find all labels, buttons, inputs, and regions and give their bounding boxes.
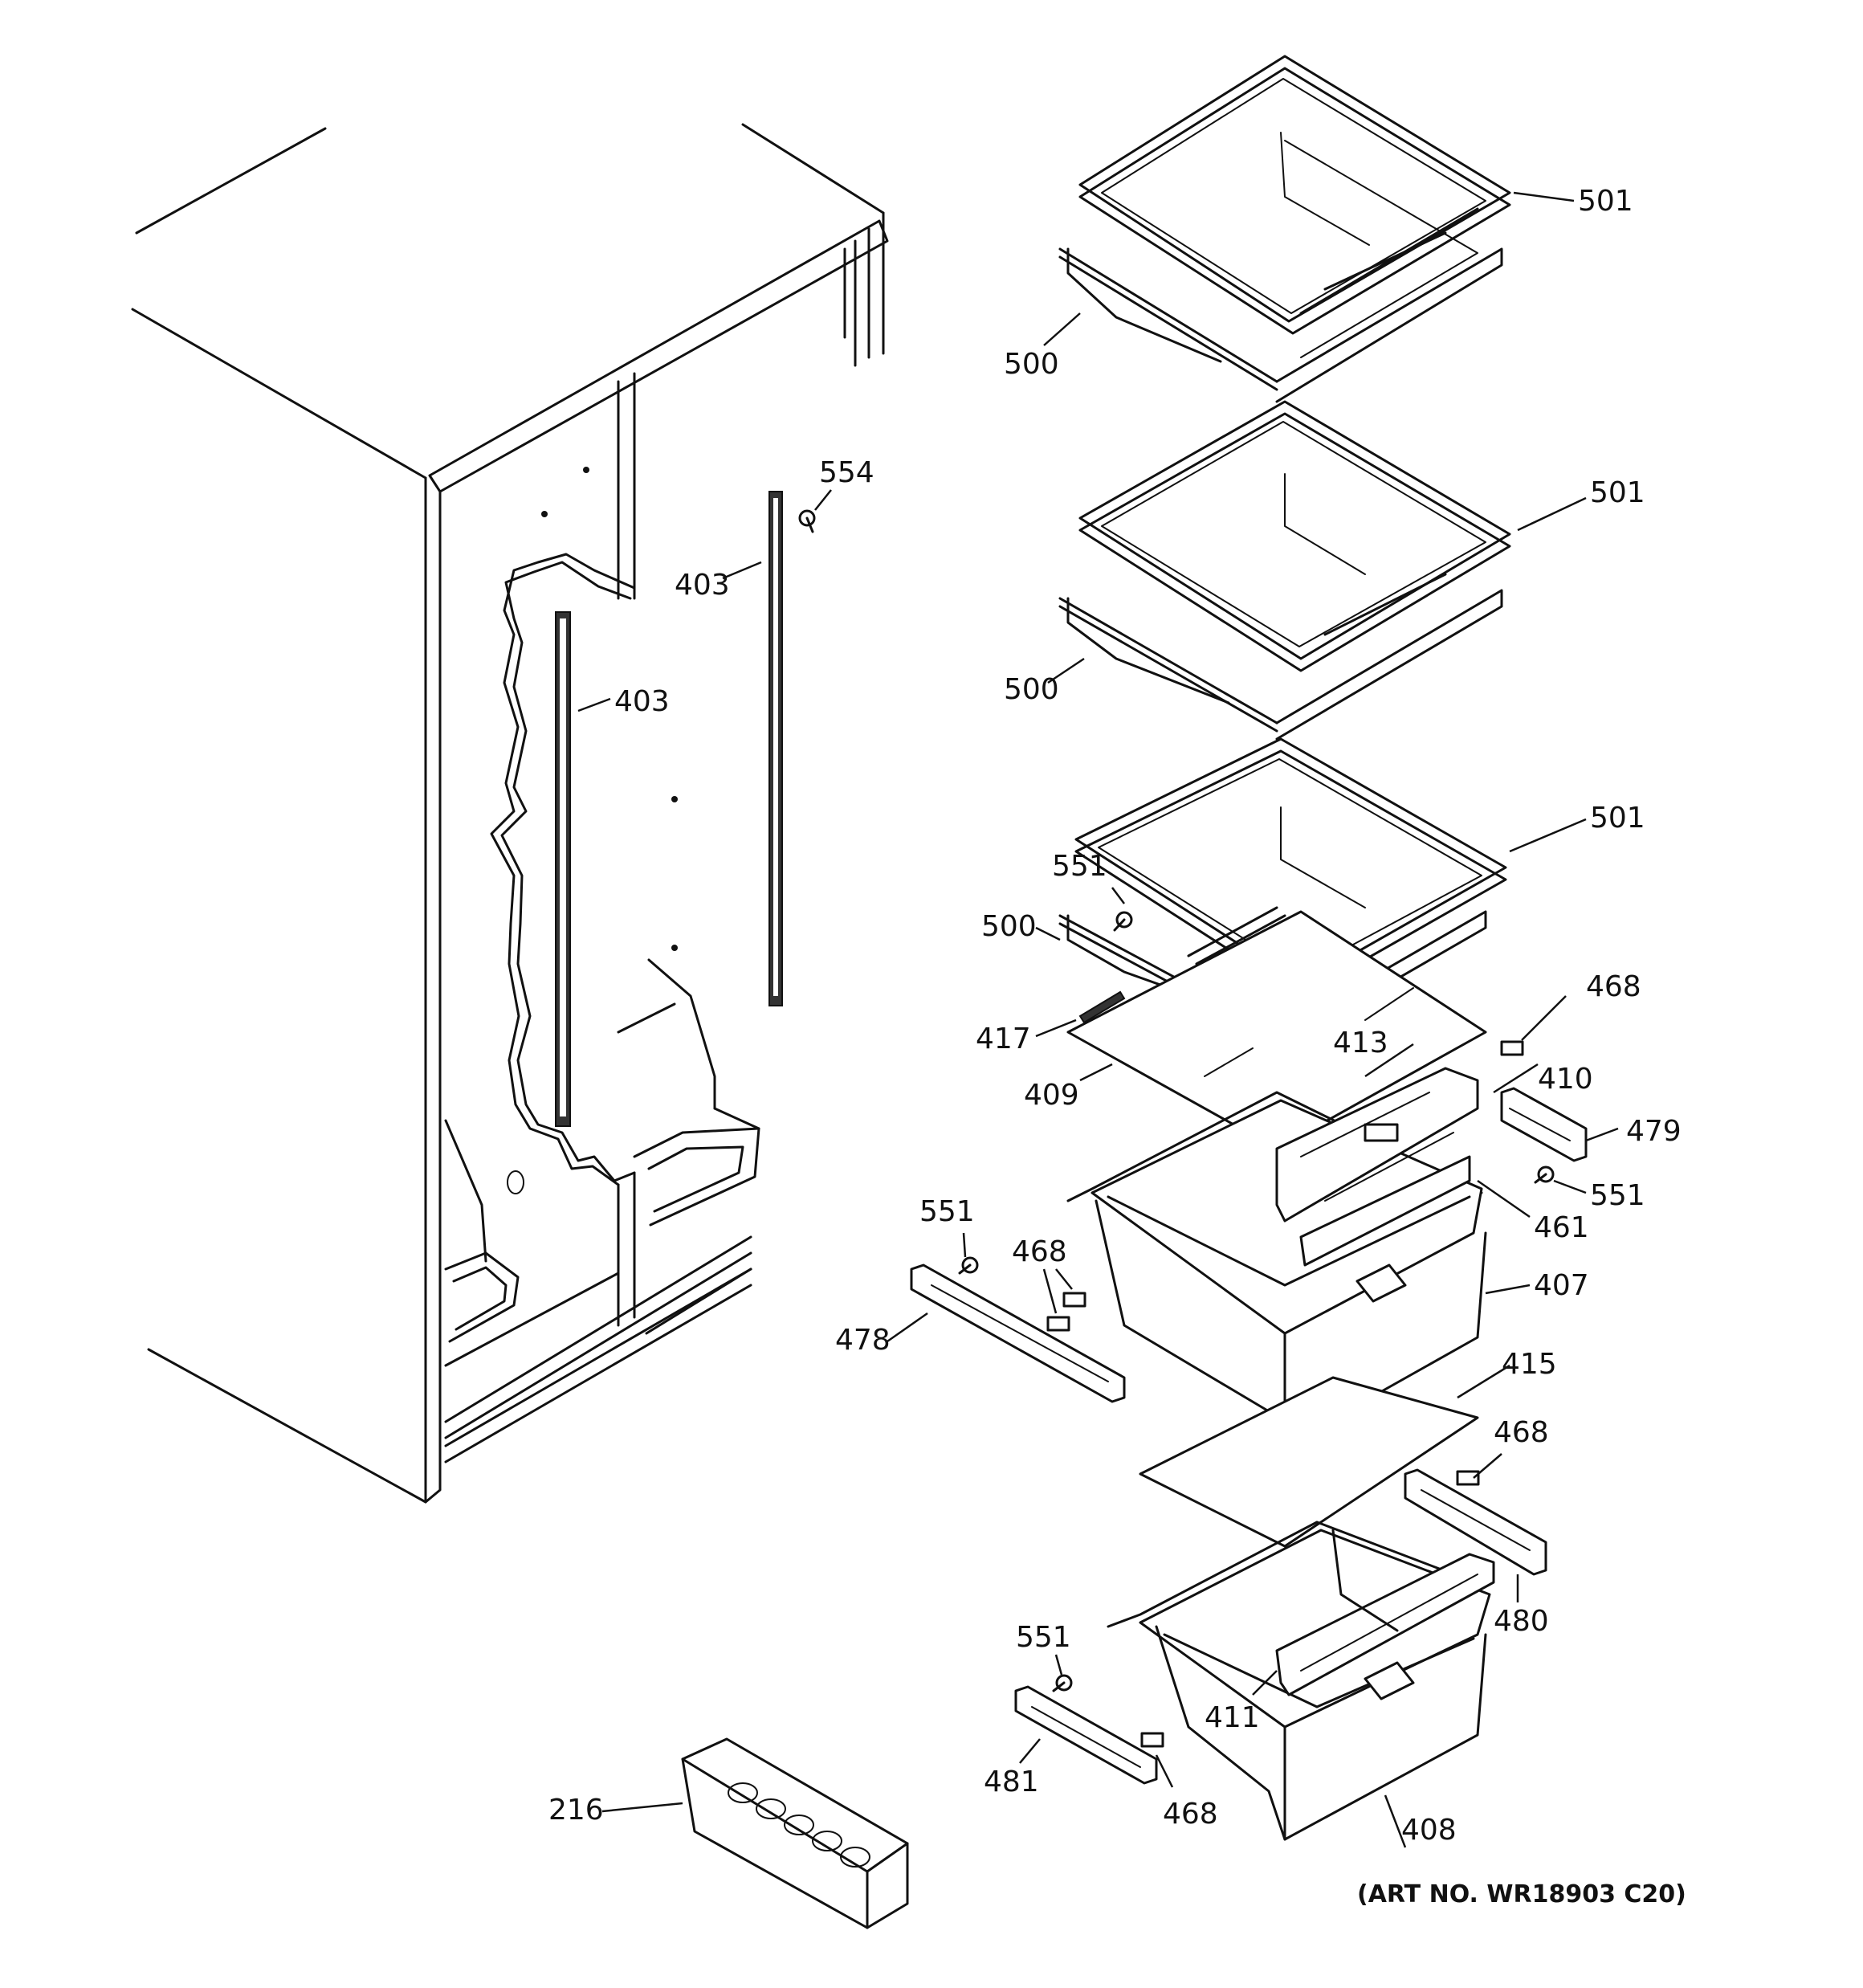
label-500-lower: 500: [981, 910, 1037, 943]
art-number: (ART NO. WR18903 C20): [1357, 1880, 1686, 1908]
glass-cover-415: [1139, 1376, 1479, 1548]
refrigerator-cabinet: [131, 123, 889, 1504]
label-551-bottom: 551: [1016, 1621, 1071, 1654]
label-478: 478: [835, 1324, 891, 1357]
label-500-middle: 500: [1004, 673, 1059, 706]
label-403-left: 403: [614, 685, 670, 718]
leader-lines: [577, 191, 1619, 1848]
clip-468-left-b-icon: [1046, 1316, 1070, 1332]
label-551-right: 551: [1590, 1179, 1645, 1212]
label-408: 408: [1401, 1814, 1457, 1847]
label-554: 554: [819, 456, 874, 489]
clip-468-left-a-icon: [1062, 1292, 1086, 1308]
label-501-middle: 501: [1590, 476, 1645, 509]
label-501-lower: 501: [1590, 802, 1645, 835]
label-410: 410: [1538, 1063, 1593, 1096]
label-480: 480: [1494, 1605, 1549, 1638]
screw-551-right-icon: [1534, 1165, 1555, 1184]
label-468-left: 468: [1012, 1235, 1067, 1268]
egg-bin-216: [681, 1737, 909, 1929]
fasteners-and-clips: [798, 509, 1555, 1748]
label-407: 407: [1534, 1269, 1589, 1302]
label-409: 409: [1024, 1079, 1079, 1112]
shelf-assembly-middle: [1058, 400, 1511, 741]
drawer-slides: [910, 1087, 1588, 1785]
label-479: 479: [1626, 1115, 1682, 1148]
label-468-right-top: 468: [1586, 970, 1641, 1003]
label-468-right-mid: 468: [1494, 1416, 1549, 1449]
label-216: 216: [548, 1794, 604, 1827]
shelf-assembly-top: [1058, 55, 1511, 403]
crisper-drawer-upper: [1066, 1067, 1487, 1447]
label-415: 415: [1502, 1348, 1557, 1381]
screw-554-icon: [798, 509, 816, 533]
label-481: 481: [984, 1766, 1039, 1798]
clip-468-right-top-icon: [1500, 1040, 1524, 1056]
label-411: 411: [1205, 1701, 1260, 1734]
label-468-bottom: 468: [1163, 1798, 1218, 1831]
shelf-assembly-lower: [1058, 737, 1507, 1150]
label-551-left: 551: [919, 1195, 975, 1228]
part-labels: 501 500 501 500 554 403 403 501 551 500 …: [548, 185, 1682, 1847]
label-500-top: 500: [1004, 348, 1059, 381]
label-501-top: 501: [1578, 185, 1633, 218]
label-403-right: 403: [675, 569, 730, 602]
egg-cup-icons: [728, 1782, 870, 1868]
label-413: 413: [1333, 1027, 1388, 1059]
screw-551-left-icon: [958, 1256, 979, 1275]
label-461: 461: [1534, 1211, 1589, 1244]
label-551-shelf: 551: [1052, 850, 1107, 883]
screw-551-shelf-icon: [1113, 911, 1133, 932]
clip-468-right-mid-icon: [1456, 1470, 1480, 1486]
clip-468-bottom-icon: [1140, 1732, 1164, 1748]
label-417: 417: [976, 1023, 1031, 1055]
screw-551-bottom-icon: [1052, 1674, 1073, 1692]
crisper-drawer-lower: [1107, 1521, 1495, 1841]
